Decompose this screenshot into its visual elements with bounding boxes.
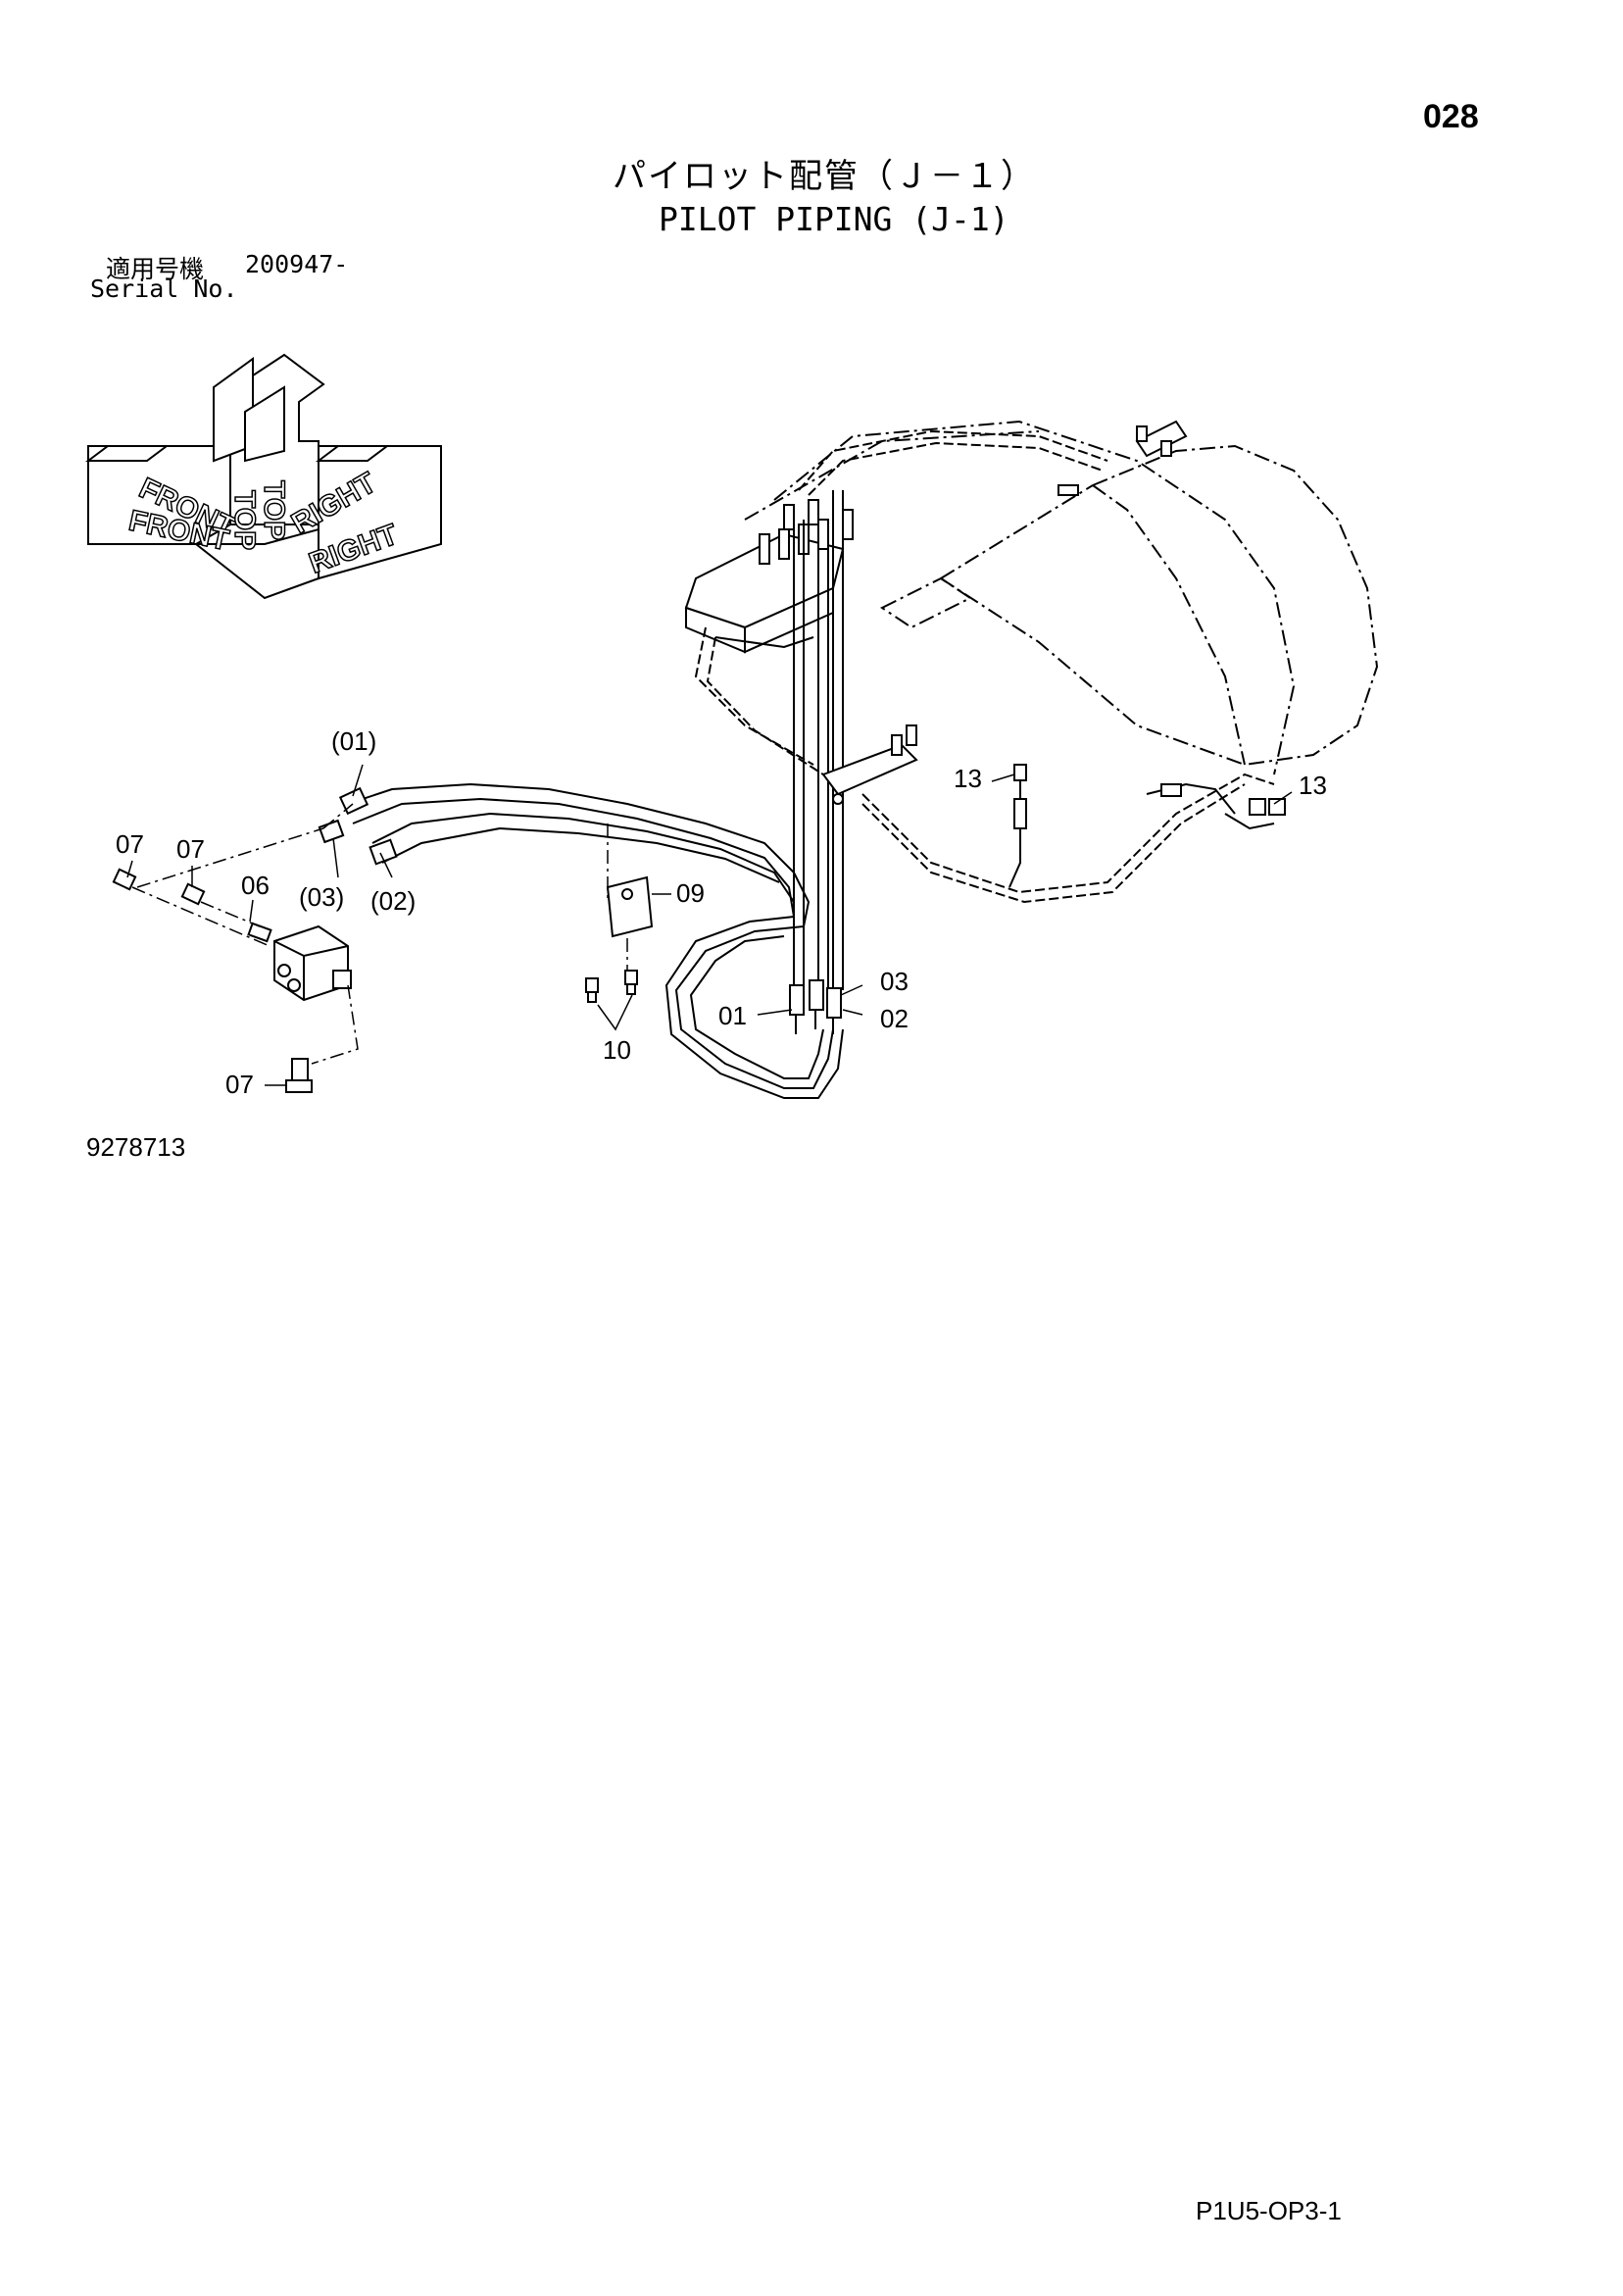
callout-labels: (01) 07 07 06 (03) (02) 09 10 01 03 02 0…	[116, 726, 1327, 1099]
left-valve-block	[247, 922, 352, 1002]
lower-hose-loop	[664, 916, 844, 1099]
callout-02-paren: (02)	[370, 886, 416, 916]
leader-lines	[126, 764, 1293, 1086]
page-number: 028	[1423, 98, 1479, 135]
callout-09: 09	[676, 878, 705, 908]
callout-13-a: 13	[954, 764, 982, 793]
fitting-07-left	[112, 868, 313, 1093]
tank-bracket	[1057, 420, 1188, 496]
callout-06: 06	[241, 871, 270, 900]
main-hose-bundle	[347, 782, 811, 927]
clamp-09	[606, 875, 654, 938]
callout-07-c: 07	[225, 1070, 254, 1099]
tank-phantom	[744, 420, 1379, 775]
label-top-a: TOP	[228, 490, 261, 550]
fitting-13-middle	[1008, 764, 1027, 888]
callout-03-paren: (03)	[299, 882, 344, 912]
callout-07-b: 07	[176, 834, 205, 864]
left-hose-fittings	[318, 786, 398, 866]
page-title-english: PILOT PIPING (J-1)	[659, 200, 1009, 238]
label-top-b: TOP	[258, 480, 290, 540]
orientation-indicator	[85, 353, 442, 600]
serial-label-english: Serial No.	[90, 275, 238, 303]
serial-value: 200947-	[245, 250, 349, 278]
callout-07-a: 07	[116, 829, 144, 859]
bolts-10	[585, 970, 638, 1003]
page-title-japanese: パイロット配管（Ｊ－１）	[613, 157, 1036, 196]
lower-fittings	[789, 979, 842, 1034]
fitting-13-right	[1146, 782, 1286, 830]
upper-loop-hoses	[694, 429, 1275, 904]
callout-02: 02	[880, 1004, 909, 1033]
valve-bracket	[821, 724, 918, 805]
drawing-number: 9278713	[86, 1132, 186, 1162]
serial-label-japanese: 適用号機	[106, 255, 205, 283]
callout-13-b: 13	[1299, 771, 1327, 800]
callout-03: 03	[880, 967, 909, 996]
footer-code: P1U5-OP3-1	[1196, 2196, 1342, 2225]
callout-01-paren: (01)	[331, 726, 376, 756]
callout-01: 01	[718, 1001, 747, 1030]
callout-10: 10	[603, 1035, 631, 1065]
